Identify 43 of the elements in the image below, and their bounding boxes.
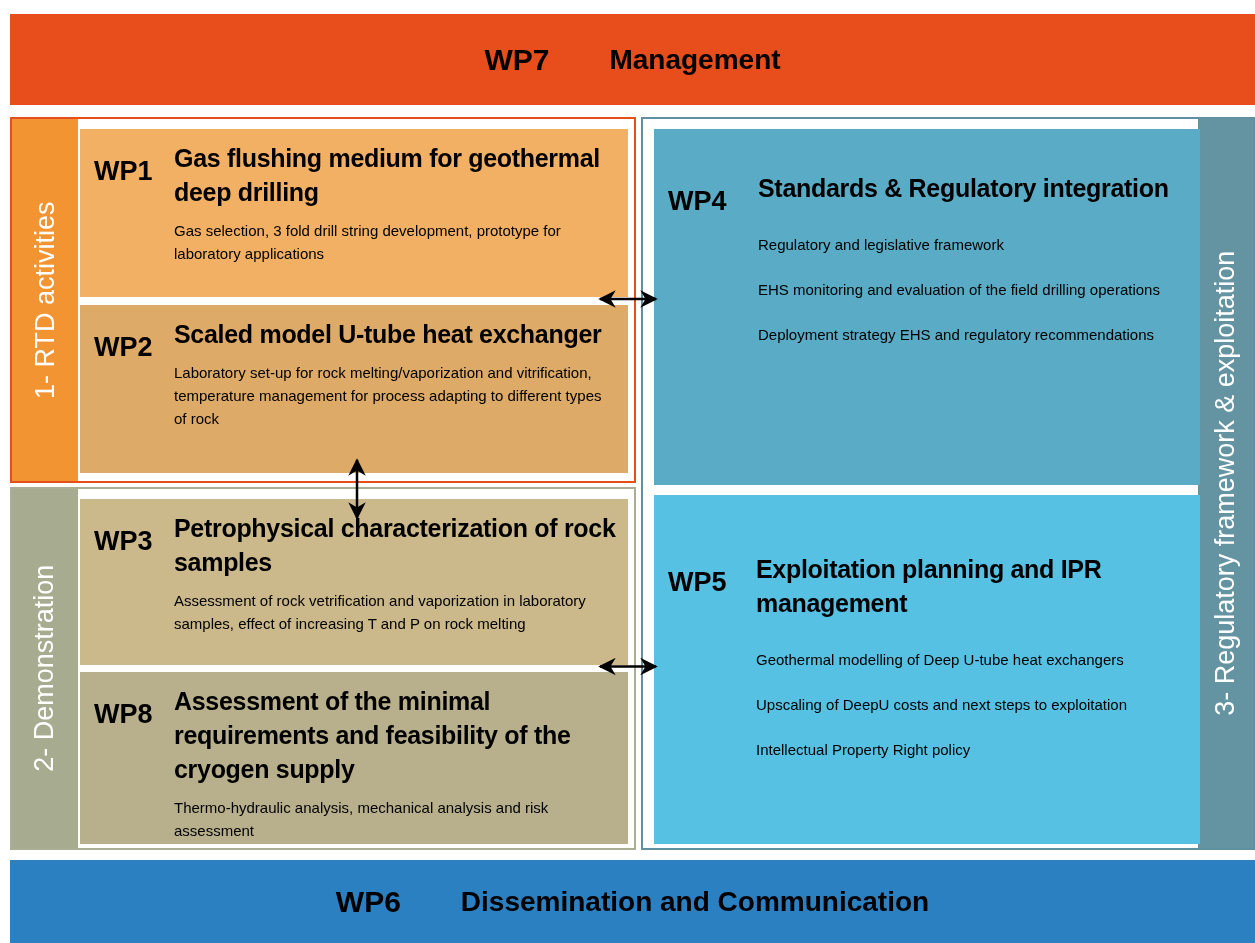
group-frame [10, 117, 636, 483]
vertical-group-label: 3- Regulatory framework & exploitation [1209, 250, 1242, 717]
work-package-box [80, 672, 628, 844]
package-title: Exploitation planning and IPR management [756, 554, 1103, 619]
group-frame [10, 487, 636, 850]
package-title: Dissemination and Communication [460, 884, 930, 919]
task-description: Gas selection, 3 fold drill string development, prototype for laboratory applications [174, 221, 562, 264]
package-code: WP2 [94, 331, 153, 364]
double-arrow [598, 657, 658, 676]
work-package-bar [10, 860, 1255, 943]
task-description: Deployment strategy EHS and regulatory recommendations [758, 325, 1156, 345]
task-description: Assessment of rock vetrification and vaporization in laboratory samples, effect of increasing T and P on rock melting [174, 591, 587, 634]
work-package-box [654, 129, 1200, 485]
task-description: Regulatory and legislative framework [758, 235, 1005, 255]
double-arrow [598, 290, 658, 308]
package-code: WP8 [94, 698, 153, 731]
task-description: Thermo-hydraulic analysis, mechanical analysis and risk assessment [174, 798, 550, 841]
vertical-group-label: 1- RTD activities [28, 201, 61, 399]
package-title: Management [609, 42, 781, 77]
task-description: Upscaling of DeepU costs and next steps to exploitation [756, 695, 1129, 715]
double-arrow [348, 458, 366, 520]
work-package-box [80, 305, 628, 473]
package-title: Petrophysical characterization of rock samples [174, 513, 617, 578]
task-description: Laboratory set-up for rock melting/vaporization and vitrification, temperature management for process adapting to different types of rock [174, 363, 603, 429]
package-code: WP1 [94, 155, 153, 188]
task-description: Geothermal modelling of Deep U-tube heat exchangers [756, 650, 1125, 670]
package-code: WP5 [668, 566, 727, 599]
package-code: WP6 [335, 884, 401, 920]
vertical-group-label: 2- Demonstration [28, 564, 61, 773]
package-title: Scaled model U-tube heat exchanger [174, 319, 603, 350]
group-frame [641, 117, 1255, 850]
package-code: WP4 [668, 185, 727, 218]
work-package-box [80, 499, 628, 665]
package-title: Standards & Regulatory integration [758, 173, 1170, 204]
work-package-box [80, 129, 628, 297]
task-description: EHS monitoring and evaluation of the field drilling operations [758, 280, 1161, 300]
work-package-bar [10, 14, 1255, 105]
package-code: WP7 [484, 42, 550, 78]
task-description: Intellectual Property Right policy [756, 740, 972, 760]
package-title: Assessment of the minimal requirements and feasibility of the cryogen supply [174, 686, 572, 785]
package-title: Gas flushing medium for geothermal deep drilling [174, 143, 601, 208]
package-code: WP3 [94, 525, 153, 558]
work-package-box [654, 495, 1200, 844]
